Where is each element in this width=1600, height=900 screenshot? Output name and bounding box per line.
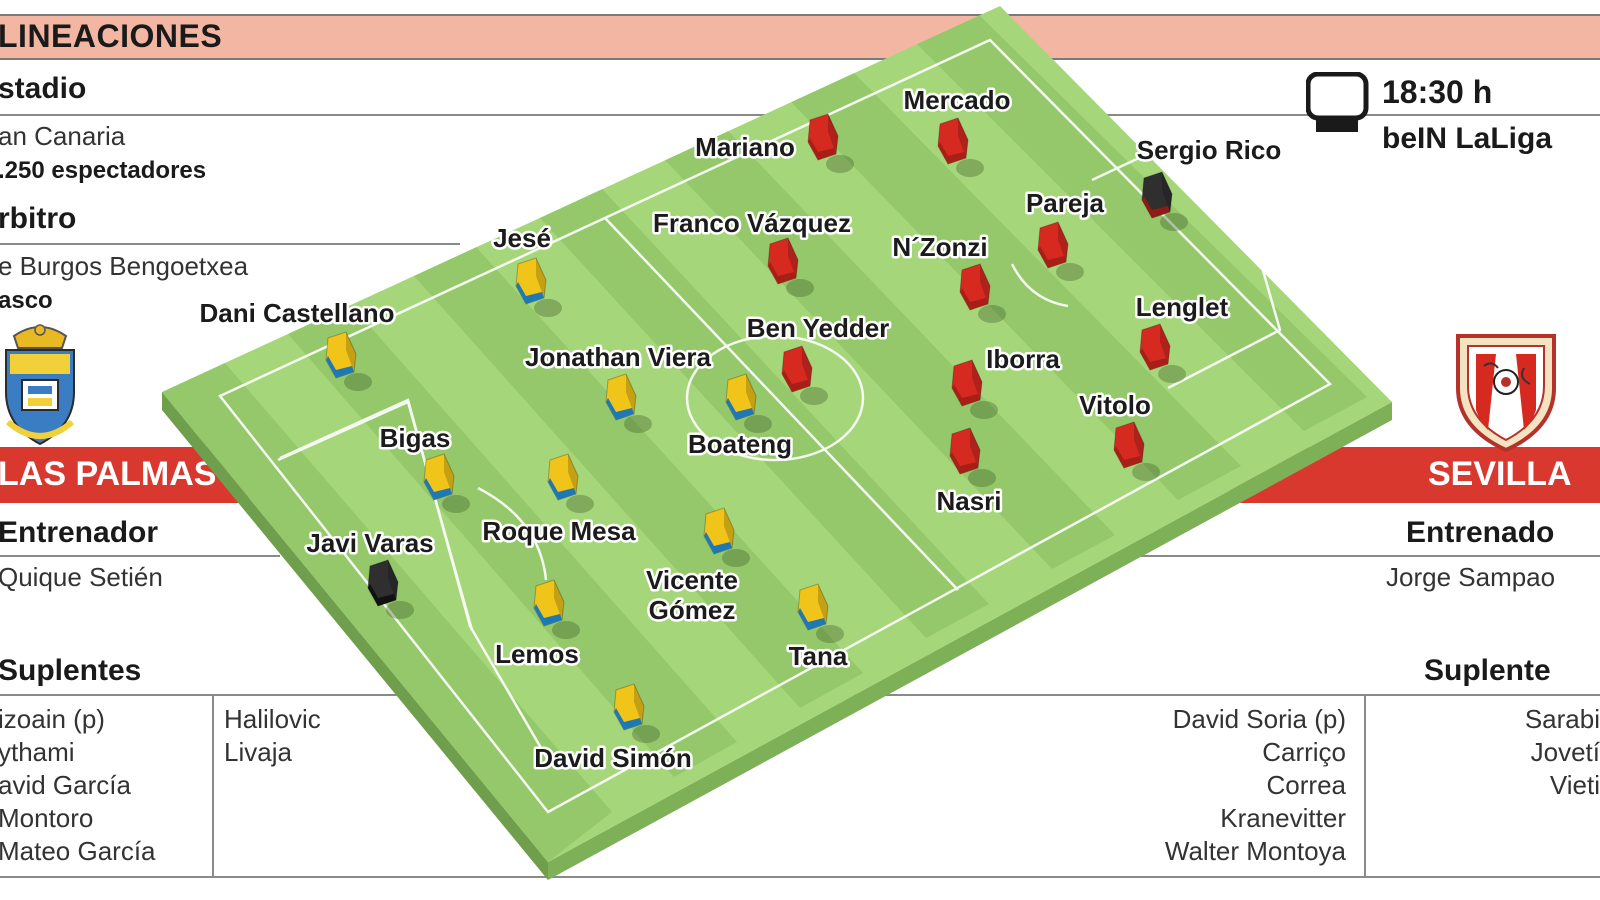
player-name-away-vitolo: Vitolo [1079,390,1151,420]
player-name-away-iborra: Iborra [986,344,1060,374]
away-subs-label: Suplente [1424,654,1551,687]
home-subs-label: Suplentes [0,654,142,687]
tv-icon [1305,71,1370,141]
away-subs-list-2: Sarabi Jovetí Vieti [1380,703,1600,802]
player-name-home-tana: Tana [789,641,848,671]
player-figure-away-pareja [1037,221,1084,281]
stadium-name: an Canaria [0,121,126,151]
list-item: Halilovic [224,704,321,734]
player-name-away-lenglet: Lenglet [1136,292,1229,322]
away-coach-label: Entrenado [1406,516,1555,549]
divider [1130,555,1600,557]
stadium-label: stadio [0,72,87,105]
tv-channel: beIN LaLiga [1382,122,1553,155]
list-item: Sarabi [1524,704,1600,734]
player-name-home-jese: Jesé [493,223,551,253]
list-item: izoain (p) [0,704,105,734]
list-item: Vieti [1549,770,1600,800]
home-coach-label: Entrenador [0,516,159,549]
player-name-away-n-zonzi: N´Zonzi [892,232,987,262]
player-figure-home-jonathan-viera [605,373,652,433]
away-coach-name: Jorge Sampao [1386,562,1556,592]
away-subs-list-1: David Soria (p) Carriço Correa Kranevitt… [1100,703,1346,868]
player-name-home-jonathan-viera: Jonathan Viera [525,342,711,372]
pitch-stripes [162,15,1367,862]
page-title: LINEACIONES [0,18,223,54]
referee-label: rbitro [0,202,77,235]
list-item: avid García [0,770,131,800]
pitch-edge [548,402,1392,880]
list-item: Montoro [0,803,94,833]
list-item: Carriço [1262,737,1346,767]
away-team-name: SEVILLA [1428,455,1572,493]
player-name-away-franco-va-zquez: Franco Vázquez [653,208,851,238]
sevilla-crest [1454,330,1558,460]
divider [0,555,280,557]
player-figure-away-mariano [807,113,854,173]
player-name-away-nasri: Nasri [936,486,1001,516]
divider [0,243,460,245]
list-item: Kranevitter [1220,803,1346,833]
player-figure-away-vitolo [1113,421,1160,481]
players-layer: Javi Varas Dani Castellano JeséBigasRoque … [197,83,1284,776]
player-figure-home-david-simo-n [613,683,660,743]
column-divider [212,696,214,876]
player-name-home-lemos: Lemos [495,639,579,669]
list-item: Walter Montoya [1164,836,1346,866]
list-item: David Soria (p) [1172,704,1346,734]
list-item: ythami [0,737,75,767]
las-palmas-crest [0,322,80,457]
referee-name: e Burgos Bengoetxea [0,251,249,281]
player-figure-home-bigas [423,453,470,513]
player-name-home-bigas: Bigas [380,423,451,453]
match-time: 18:30 h [1382,74,1493,110]
home-subs-list-1: izoain (p) ythami avid García Montoro Ma… [0,703,156,868]
divider [0,876,1600,878]
player-figure-home-boateng [725,373,772,433]
player-name-away-mercado: Mercado [904,85,1011,115]
player-figure-away-mercado [937,117,984,177]
player-name-home-boateng: Boateng [688,429,792,459]
home-subs-list-2: Halilovic Livaja [224,703,321,769]
player-figure-home-lemos [533,579,580,639]
player-figure-home-jese [515,257,562,317]
player-figure-home-roque-mesa [547,453,594,513]
player-name-away-mariano: Mariano [695,132,795,162]
player-figure-home-javi-varas [367,559,414,619]
player-name-home-javi-varas: Javi Varas [306,528,433,558]
player-name-home-roque-mesa: Roque Mesa [482,516,636,546]
home-coach-name: Quique Setién [0,562,163,592]
pitch-lines [218,38,1333,814]
referee-region: asco [0,287,53,314]
attendance: .250 espectadores [0,157,207,184]
player-figure-away-ben-yedder [781,345,828,405]
list-item: Jovetí [1530,737,1600,767]
player-figure-away-n-zonzi [959,263,1006,323]
home-team-name: LAS PALMAS [0,455,217,493]
player-name-away-ben-yedder: Ben Yedder [747,313,890,343]
player-figure-home-tana [797,583,844,643]
player-figure-away-iborra [951,359,998,419]
header-banner [0,14,1600,60]
player-figure-home-vicente-go-mez [703,507,750,567]
player-name-away-sergio-rico: Sergio Rico [1137,135,1281,165]
column-divider [1364,696,1366,876]
player-name-away-pareja: Pareja [1026,188,1105,218]
list-item: Livaja [224,737,292,767]
pitch-edge [162,392,548,880]
player-figure-home-dani-castellano [325,331,372,391]
player-figure-away-nasri [949,427,996,487]
player-name-home-david-simo-n: David Simón [534,743,691,773]
player-figure-away-sergio-rico [1141,171,1188,231]
player-name-home-dani-castellano: Dani Castellano [199,298,394,328]
list-item: Mateo García [0,836,156,866]
player-figure-away-lenglet [1139,323,1186,383]
player-figure-away-franco-va-zquez [767,237,814,297]
list-item: Correa [1266,770,1346,800]
